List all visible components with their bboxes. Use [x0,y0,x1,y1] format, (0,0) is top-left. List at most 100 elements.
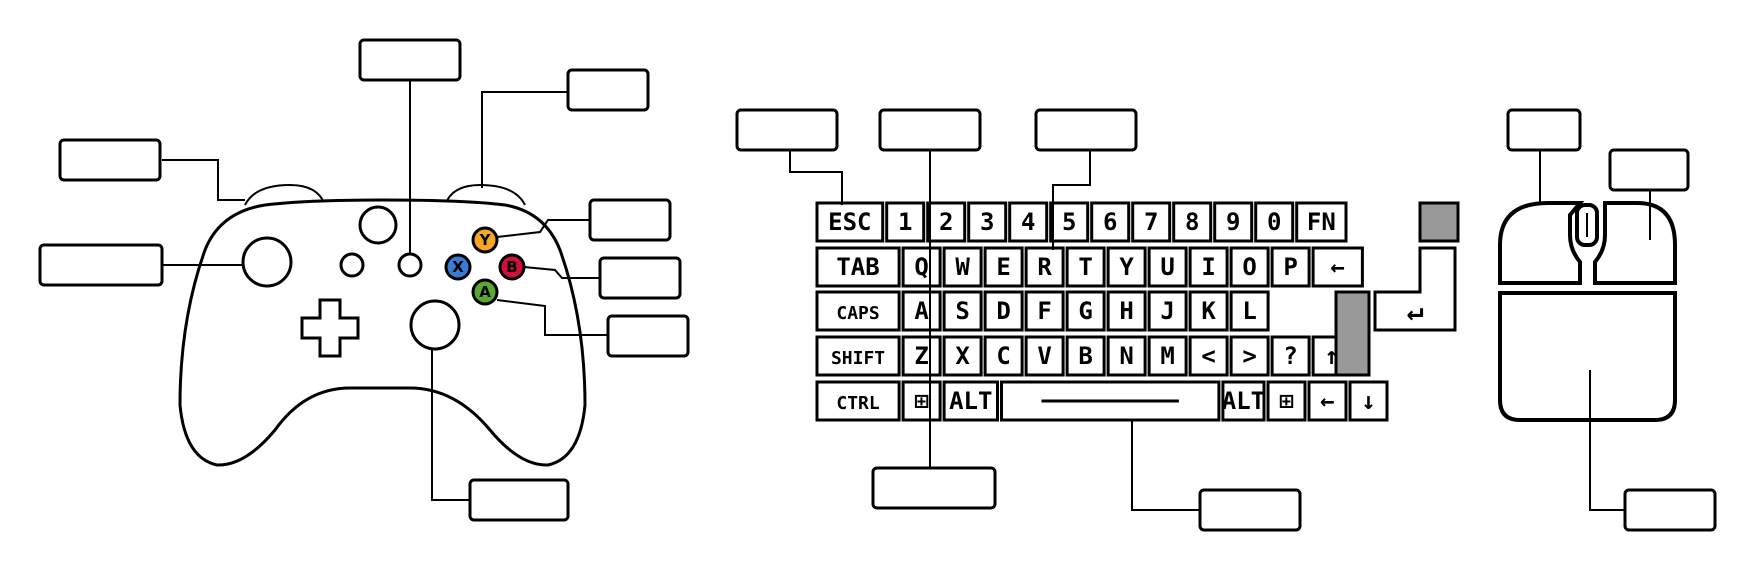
key-label: 6 [1103,208,1117,236]
key-cap [1270,246,1311,288]
key-cap [1008,201,1049,243]
key-cap [815,290,901,332]
key-cap [967,201,1008,243]
label-box-key-e [1034,108,1138,152]
key-space [1000,380,1221,422]
left-bumper [244,183,326,206]
button-x: X [444,253,472,281]
key-fn: FN [1295,201,1348,243]
key-cap [942,290,983,332]
key-tab: TAB [815,246,901,288]
key-label: CTRL [836,393,880,414]
key-l: L [1229,290,1270,332]
label-box-right-bumper [566,68,650,112]
gamepad: Y X B A [178,183,587,467]
key-cap [1147,335,1188,377]
key-label: T [1078,253,1092,281]
key-u: U [1147,246,1188,288]
key-label: O [1242,253,1256,281]
key-label: < [1201,342,1215,370]
key-m: M [1147,335,1188,377]
key-label: J [1160,297,1174,325]
key-cap [1106,246,1147,288]
key-enter [1373,246,1457,332]
key-2: 2 [926,201,967,243]
key-cap [1106,335,1147,377]
key-label: M [1160,342,1174,370]
key-label: E [996,253,1010,281]
key-left: ← [1307,380,1348,422]
key-9: 9 [1213,201,1254,243]
key-caps: CAPS [815,290,901,332]
key-cap [1147,246,1188,288]
key-e: E [983,246,1024,288]
key-cap [1348,380,1389,422]
callout-line [1589,370,1625,511]
button-y-label: Y [479,231,492,249]
button-a: A [471,278,499,306]
label-box-button-a [606,314,690,358]
key-label: 4 [1021,208,1035,236]
key-down: ↓ [1348,380,1389,422]
label-box-button-y [588,198,672,242]
label-box-right-stick [468,478,570,522]
key-lt: < [1188,335,1229,377]
key-cap [926,201,967,243]
key-g: G [1065,290,1106,332]
key-cap [983,335,1024,377]
key-j: J [1147,290,1188,332]
key-x: X [942,335,983,377]
menu-button [397,252,423,278]
key-cap [1065,335,1106,377]
mouse-right-button [1593,201,1677,285]
key-cap [1188,335,1229,377]
key-cap [1188,290,1229,332]
key-cap [1147,290,1188,332]
key-label: TAB [836,253,879,281]
key-cap [815,246,901,288]
key-cap [1065,246,1106,288]
key-label: V [1037,342,1051,370]
key-label: F [1037,297,1051,325]
key-cap [1213,201,1254,243]
key-label: 7 [1144,208,1158,236]
key-cap [1049,201,1090,243]
key-label: ALT [1222,387,1265,415]
key-k: K [1188,290,1229,332]
key-label: S [955,297,969,325]
key-esc: ESC [815,201,885,243]
button-a-label: A [479,283,491,301]
key-cap [942,380,999,422]
key-label: X [955,342,970,370]
key-label: C [996,342,1010,370]
key-cap [1090,201,1131,243]
key-cap [1024,290,1065,332]
key-label: ALT [949,387,992,415]
key-cap [1266,380,1307,422]
key-label: 5 [1062,208,1076,236]
key-cap [901,246,942,288]
key-cap [1229,290,1270,332]
key-cap [1229,246,1270,288]
key-label: ↓ [1361,387,1375,415]
key-label: 9 [1226,208,1240,236]
key-label: I [1201,253,1215,281]
key-label: CAPS [836,303,879,324]
key-5: 5 [1049,201,1090,243]
key-n: N [1106,335,1147,377]
mouse-left-button [1498,201,1585,285]
callout-line [496,299,608,336]
key-d: D [983,290,1024,332]
button-b-label: B [506,258,517,276]
callout-line [162,159,245,201]
key-label: ← [1320,387,1334,415]
key-label: W [955,253,970,281]
key-a: A [901,290,942,332]
key-cap [942,246,983,288]
key-cap [1024,335,1065,377]
key-cap [1311,246,1364,288]
callout-line [1052,150,1091,250]
key-label: H [1119,297,1133,325]
mouse [1498,201,1677,422]
